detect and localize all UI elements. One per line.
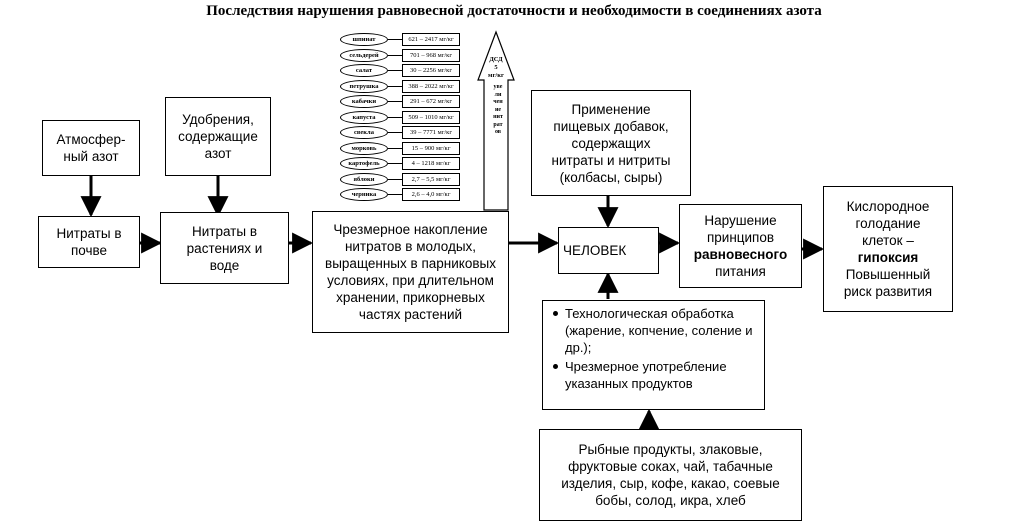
- oxygen-label: Кислородное голодание клеток – гипоксия …: [844, 198, 932, 300]
- products-box: Рыбные продукты, злаковые, фруктовые сок…: [539, 429, 802, 521]
- plants-label: Нитраты в растениях и воде: [186, 223, 263, 273]
- accum-label: Чрезмерное накопление нитратов в молодых…: [325, 222, 496, 322]
- plant-nitrates-box: Нитраты в растениях и воде: [160, 212, 289, 284]
- human-box: ЧЕЛОВЕК: [558, 227, 659, 274]
- oxygen-prefix: Кислородное голодание клеток –: [846, 199, 930, 248]
- balance-suffix: питания: [715, 264, 766, 279]
- human-label: ЧЕЛОВЕК: [563, 243, 627, 258]
- fert-label: Удобрения, содержащие азот: [178, 112, 258, 161]
- adi-label: ДСД 5 мг/кг: [488, 56, 504, 79]
- nitrate-value-1: 701 – 968 мг/кг: [402, 48, 460, 62]
- nitrate-value-7: 15 – 900 мг/кг: [402, 141, 460, 155]
- processing-box: Технологическая обработка (жарение, копч…: [542, 300, 765, 410]
- nitrate-product-9: яблоки: [340, 172, 388, 186]
- nitrate-connector-0: [388, 39, 402, 40]
- nitrate-product-3: петрушка: [340, 79, 388, 93]
- nitrate-connector-4: [388, 101, 402, 102]
- nitrate-value-8: 4 – 1218 мг/кг: [402, 157, 460, 170]
- page-title: Последствия нарушения равновесной достат…: [206, 3, 822, 19]
- oxygen-box: Кислородное голодание клеток – гипоксия …: [823, 186, 953, 312]
- fertilizers-box: Удобрения, содержащие азот: [165, 97, 271, 176]
- nitrate-increase-arrow: [477, 30, 515, 211]
- nitrate-product-8: картофель: [340, 157, 388, 170]
- balance-box: Нарушение принципов равновесного питания: [679, 204, 802, 288]
- nitrate-value-5: 509 – 1010 мг/кг: [402, 110, 460, 124]
- oxygen-suffix: Повышенный риск развития: [843, 267, 933, 299]
- nitrate-connector-6: [388, 132, 402, 133]
- nitrate-connector-5: [388, 116, 402, 118]
- oxygen-bold: гипоксия: [857, 250, 919, 265]
- food-additives-box: Применение пищевых добавок, содержащих н…: [531, 90, 691, 196]
- nitrate-connector-7: [388, 147, 402, 149]
- nitrate-connector-3: [388, 85, 402, 87]
- nitrate-connector-8: [388, 163, 402, 164]
- nitrate-product-7: морковь: [340, 141, 388, 155]
- soil-nitrates-box: Нитраты в почве: [38, 216, 140, 268]
- nitrate-product-2: салат: [340, 64, 388, 77]
- balance-prefix: Нарушение принципов: [704, 213, 777, 245]
- nitrate-value-9: 2,7 – 5,5 мг/кг: [402, 172, 460, 186]
- nitrate-value-0: 621 – 2417 мг/кг: [402, 33, 460, 46]
- atm-label: Атмосфер- ный азот: [56, 132, 126, 164]
- balance-bold: равновесного: [693, 247, 788, 262]
- soil-label: Нитраты в почве: [56, 226, 122, 258]
- arrow-text: увеличение нитратов: [493, 84, 503, 135]
- nitrate-connector-1: [388, 54, 402, 56]
- balance-label: Нарушение принципов равновесного питания: [694, 212, 788, 280]
- nitrate-product-5: капуста: [340, 110, 388, 124]
- processing-item-1: Технологическая обработка (жарение, копч…: [553, 305, 758, 356]
- nitrate-product-4: кабачки: [340, 95, 388, 108]
- nitrate-product-6: свекла: [340, 126, 388, 139]
- nitrate-value-10: 2,6 – 4,0 мг/кг: [402, 188, 460, 201]
- processing-item-2: Чрезмерное употребление указанных продук…: [553, 358, 758, 392]
- nitrate-product-1: сельдерей: [340, 48, 388, 62]
- nitrate-value-3: 388 – 2022 мг/кг: [402, 79, 460, 93]
- nitrate-product-0: шпинат: [340, 33, 388, 46]
- additives-label: Применение пищевых добавок, содержащих н…: [551, 101, 671, 185]
- accumulation-box: Чрезмерное накопление нитратов в молодых…: [312, 211, 509, 333]
- nitrate-value-4: 291 – 672 мг/кг: [402, 95, 460, 108]
- nitrate-connector-10: [388, 194, 402, 195]
- nitrate-connector-2: [388, 70, 402, 71]
- nitrate-value-2: 30 – 2256 мг/кг: [402, 64, 460, 77]
- nitrate-connector-9: [388, 178, 402, 180]
- products-label: Рыбные продукты, злаковые, фруктовые сок…: [561, 442, 780, 508]
- atmospheric-nitrogen-box: Атмосфер- ный азот: [42, 120, 140, 176]
- nitrate-product-10: черника: [340, 188, 388, 201]
- nitrate-value-6: 39 – 7771 мг/кг: [402, 126, 460, 139]
